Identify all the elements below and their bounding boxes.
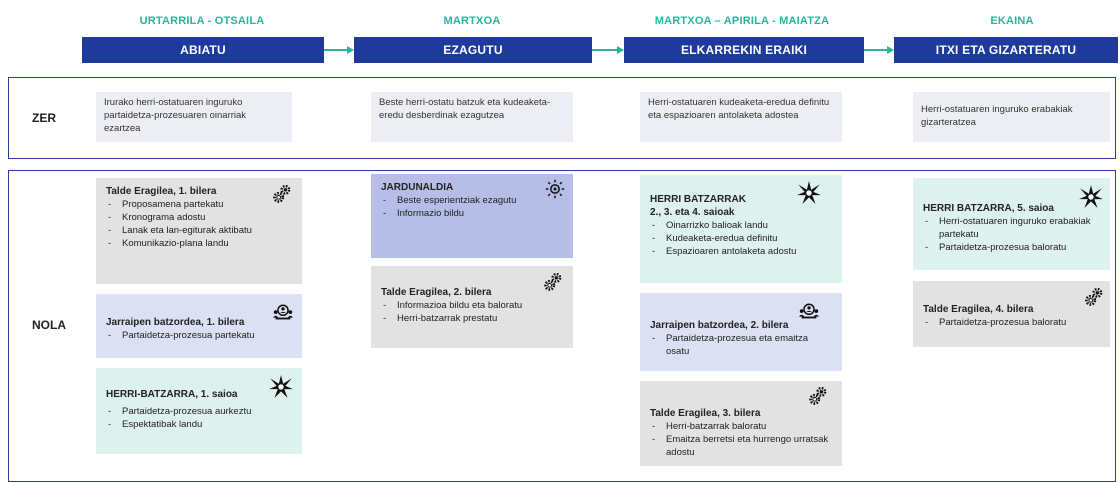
list-item: Herri-ostatuaren inguruko erabakiak part… bbox=[923, 215, 1100, 241]
activity-card-talde-eragilea-2: Talde Eragilea, 2. bilera Informazioa bi… bbox=[371, 266, 573, 348]
list-item: Partaidetza-prozesua baloratu bbox=[923, 316, 1100, 329]
list-item: Herri-batzarrak baloratu bbox=[650, 420, 832, 433]
card-title: Jarraipen batzordea, 1. bilera bbox=[106, 317, 245, 328]
star-burst-icon bbox=[797, 181, 821, 204]
list-item: Emaitza berretsi eta hurrengo urratsak a… bbox=[650, 433, 832, 459]
gears-icon bbox=[544, 272, 562, 291]
activity-card-herri-batzarra-5: HERRI BATZARRA, 5. saioa Herri-ostatuare… bbox=[913, 178, 1110, 270]
zer-text-1: Irurako herri-ostatuaren inguruko partai… bbox=[96, 92, 292, 142]
gears-icon bbox=[273, 184, 291, 203]
activity-card-talde-eragilea-1: Talde Eragilea, 1. bilera Proposamena pa… bbox=[96, 178, 302, 284]
list-item: Lanak eta lan-egiturak aktibatu bbox=[106, 224, 292, 237]
card-title: Talde Eragilea, 4. bilera bbox=[923, 304, 1034, 315]
phase-bar-ezagutu: EZAGUTU bbox=[354, 37, 592, 63]
card-title: HERRI BATZARRAK bbox=[650, 194, 746, 205]
nola-row-label: NOLA bbox=[32, 318, 66, 332]
activity-card-talde-eragilea-4: Talde Eragilea, 4. bilera Partaidetza-pr… bbox=[913, 281, 1110, 347]
list-item: Herri-batzarrak prestatu bbox=[381, 312, 563, 325]
gears-icon bbox=[1085, 287, 1103, 306]
list-item: Espektatibak landu bbox=[106, 418, 292, 431]
star-burst-icon bbox=[269, 375, 293, 398]
list-item: Partaidetza-prozesua aurkeztu bbox=[106, 405, 292, 418]
people-icon bbox=[798, 303, 820, 319]
activity-card-jardunaldia: JARDUNALDIA Beste esperientziak ezagutu … bbox=[371, 174, 573, 258]
list-item: Proposamena partekatu bbox=[106, 198, 292, 211]
list-item: Oinarrizko balioak landu bbox=[650, 219, 832, 232]
gears-icon bbox=[809, 386, 827, 405]
list-item: Partaidetza-prozesua eta emaitza osatu bbox=[650, 332, 832, 358]
month-label-4: EKAINA bbox=[990, 15, 1034, 27]
list-item: Espazioaren antolaketa adostu bbox=[650, 245, 832, 258]
star-burst-icon bbox=[1079, 185, 1103, 208]
card-title: Jarraipen batzordea, 2. bilera bbox=[650, 320, 789, 331]
list-item: Beste esperientziak ezagutu bbox=[381, 194, 563, 207]
month-label-3: MARTXOA – APIRILA - MAIATZA bbox=[654, 15, 830, 27]
list-item: Informazioa bildu eta baloratu bbox=[381, 299, 563, 312]
phase-bar-itxi-eta-gizarteratu: ITXI ETA GIZARTERATU bbox=[894, 37, 1118, 63]
zer-text-2: Beste herri-ostatu batzuk eta kudeaketa-… bbox=[371, 92, 573, 142]
list-item: Kudeaketa-eredua definitu bbox=[650, 232, 832, 245]
zer-text-4: Herri-ostatuaren inguruko erabakiak giza… bbox=[913, 92, 1110, 142]
activity-card-herri-batzarrak-2-4: HERRI BATZARRAK 2., 3. eta 4. saioak Oin… bbox=[640, 175, 842, 283]
month-label-2: MARTXOA bbox=[443, 15, 501, 27]
zer-text-3: Herri-ostatuaren kudeaketa-eredua defini… bbox=[640, 92, 842, 142]
activity-card-jarraipen-batzordea-1: Jarraipen batzordea, 1. bilera Partaidet… bbox=[96, 294, 302, 358]
phase-bar-elkarrekin-eraiki: ELKARREKIN ERAIKI bbox=[624, 37, 864, 63]
phase-bar-abiatu: ABIATU bbox=[82, 37, 324, 63]
activity-card-jarraipen-batzordea-2: Jarraipen batzordea, 2. bilera Partaidet… bbox=[640, 293, 842, 371]
list-item: Informazio bildu bbox=[381, 207, 563, 220]
month-label-1: URTARRILA - OTSAILA bbox=[139, 15, 265, 27]
card-title: HERRI-BATZARRA, 1. saioa bbox=[106, 389, 238, 400]
activity-card-talde-eragilea-3: Talde Eragilea, 3. bilera Herri-batzarra… bbox=[640, 381, 842, 466]
card-subtitle: 2., 3. eta 4. saioak bbox=[650, 207, 735, 218]
list-item: Partaidetza-prozesua partekatu bbox=[106, 329, 292, 342]
list-item: Kronograma adostu bbox=[106, 211, 292, 224]
people-icon bbox=[272, 304, 294, 320]
list-item: Komunikazio-plana landu bbox=[106, 237, 292, 250]
lightbulb-icon bbox=[545, 179, 565, 199]
activity-card-herri-batzarra-1: HERRI-BATZARRA, 1. saioa Partaidetza-pro… bbox=[96, 368, 302, 454]
card-title: Talde Eragilea, 3. bilera bbox=[650, 408, 761, 419]
card-title: Talde Eragilea, 2. bilera bbox=[381, 287, 492, 298]
card-title: JARDUNALDIA bbox=[381, 182, 454, 193]
zer-row-label: ZER bbox=[32, 111, 56, 125]
card-title: Talde Eragilea, 1. bilera bbox=[106, 186, 217, 197]
card-title: HERRI BATZARRA, 5. saioa bbox=[923, 203, 1054, 214]
list-item: Partaidetza-prozesua baloratu bbox=[923, 241, 1100, 254]
